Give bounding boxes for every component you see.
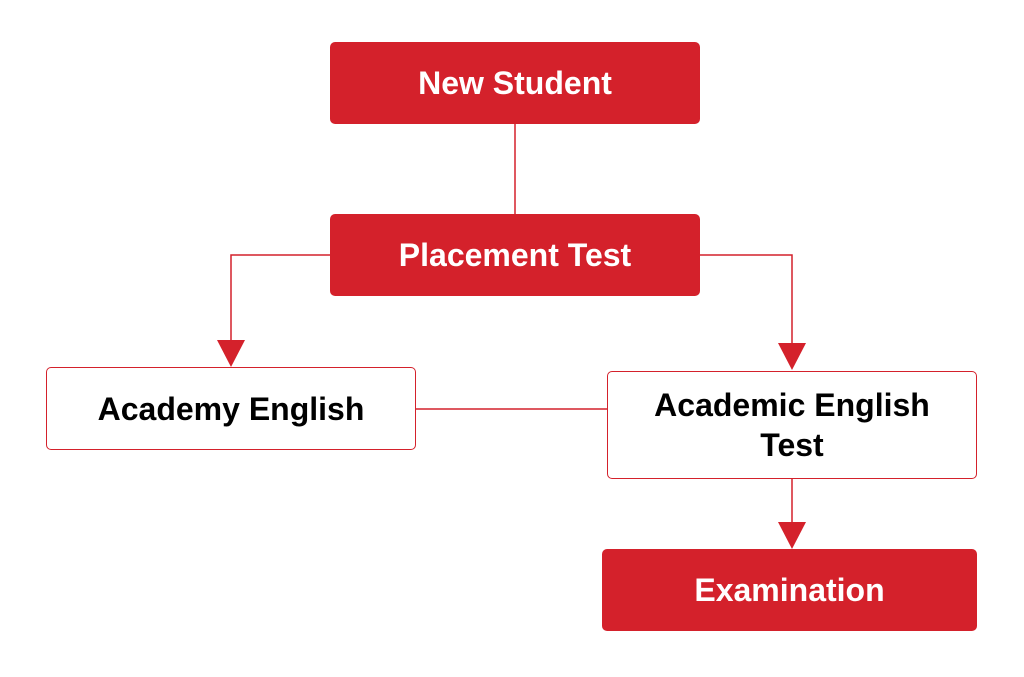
arrowhead-academic-english-test	[778, 343, 806, 370]
arrowhead-examination	[778, 522, 806, 549]
edge-placement-test-to-academy-english	[230, 254, 330, 342]
node-label: Examination	[694, 572, 885, 608]
node-label: Academic English Test	[654, 387, 930, 463]
node-label: Placement Test	[398, 237, 632, 273]
node-label: New Student	[418, 65, 612, 101]
node-academic-english-test: Academic English Test	[607, 371, 977, 479]
edge-placement-test-to-academic-english-test	[700, 254, 793, 344]
node-academy-english: Academy English	[46, 367, 416, 450]
node-placement-test: Placement Test	[330, 214, 700, 296]
node-label: Academy English	[97, 390, 365, 427]
node-examination: Examination	[602, 549, 977, 631]
node-new-student: New Student	[330, 42, 700, 124]
arrowhead-academy-english	[217, 340, 245, 367]
